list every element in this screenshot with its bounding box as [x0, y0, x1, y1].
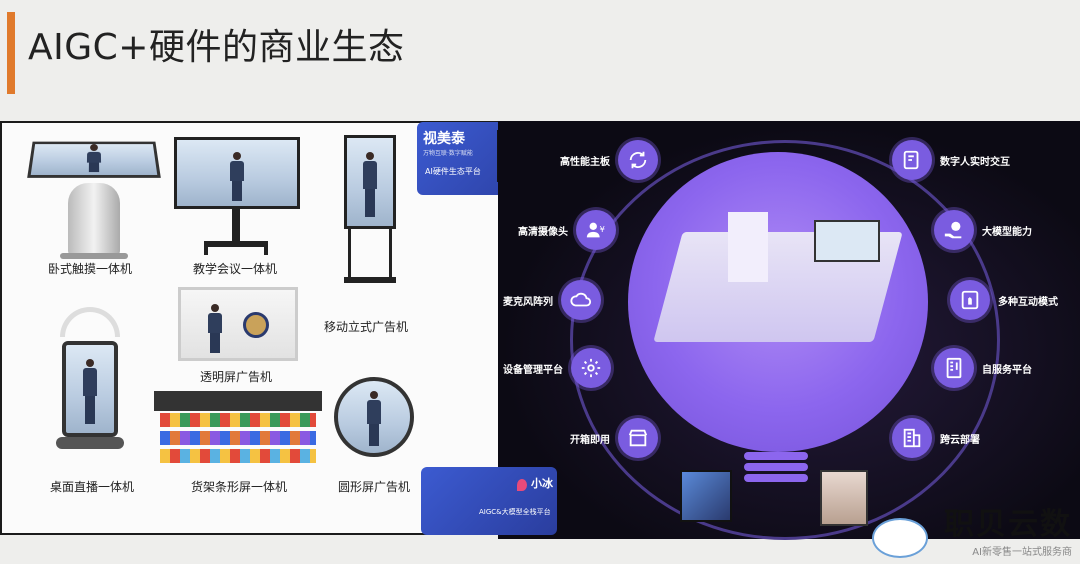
feature-label: 高性能主板	[560, 156, 610, 168]
partner-brand: 视美泰	[423, 131, 465, 147]
device-desktop-livestream	[50, 307, 130, 453]
vending-icon	[934, 348, 974, 388]
device-mobile-standing-ad	[344, 135, 396, 287]
cloud-icon	[561, 280, 601, 320]
partner-slogan: 万物互联·数字赋能	[423, 150, 473, 157]
device-label: 圆形屏广告机	[338, 480, 411, 494]
feature-label: 麦克风阵列	[503, 296, 553, 308]
feature-label: 多种互动模式	[998, 296, 1058, 308]
refresh-icon	[618, 140, 658, 180]
device-label: 移动立式广告机	[324, 320, 409, 334]
watch-icon	[243, 312, 269, 338]
smart-store-illustration	[628, 152, 928, 452]
device-transparent-screen-ad	[178, 287, 298, 361]
feature-label: 高清摄像头	[518, 226, 568, 238]
device-label: 货架条形屏一体机	[191, 480, 288, 494]
feature-label: 开箱即用	[570, 434, 610, 446]
watermark-brand: 职贝云数	[944, 507, 1072, 542]
digital-human-avatar	[820, 470, 868, 526]
ecosystem-ring	[570, 140, 1000, 540]
feature-out-of-box: 开箱即用	[570, 418, 658, 458]
feature-hd-camera: 高清摄像头 ¥	[518, 210, 616, 250]
device-label: 桌面直播一体机	[50, 480, 135, 494]
page-title: AIGC+硬件的商业生态	[28, 27, 405, 68]
device-screen	[178, 287, 298, 361]
ring-light-icon	[60, 307, 120, 337]
watermark-slogan: AI新零售一站式服务商	[972, 547, 1072, 558]
device-catalog-panel: 卧式触摸一体机 教学会议一体机 移动立式广告机 透明屏广告机 桌	[0, 121, 498, 535]
feature-interaction-modes: 多种互动模式	[950, 280, 1058, 320]
feature-label: 跨云部署	[940, 434, 980, 446]
user-yen-icon: ¥	[576, 210, 616, 250]
feature-cross-cloud: 跨云部署	[892, 418, 980, 458]
svg-text:¥: ¥	[600, 224, 605, 234]
partner-platform: AI硬件生态平台	[425, 167, 481, 176]
feature-digital-human: 数字人实时交互	[892, 140, 1010, 180]
partner-brand: 小冰	[531, 477, 553, 490]
feature-label: 大模型能力	[982, 226, 1032, 238]
store-icon	[618, 418, 658, 458]
device-screen	[62, 341, 118, 437]
partner-badge-bottom: 小冰 AIGC&大模型全栈平台	[421, 467, 557, 535]
device-label: 教学会议一体机	[193, 262, 278, 276]
title-accent-bar	[7, 12, 15, 94]
bulb-base	[744, 452, 808, 482]
feature-llm-capability: 大模型能力	[934, 210, 1032, 250]
device-label: 卧式触摸一体机	[48, 262, 133, 276]
building-icon	[892, 418, 932, 458]
xiaoice-logo-icon	[517, 479, 527, 491]
device-shelf-strip-screen	[154, 391, 322, 465]
feature-self-service: 自服务平台	[934, 348, 1032, 388]
feature-label: 设备管理平台	[503, 364, 563, 376]
device-screen	[334, 377, 414, 457]
feature-label: 自服务平台	[982, 364, 1032, 376]
feature-label: 数字人实时交互	[940, 156, 1010, 168]
device-screen	[27, 141, 161, 178]
gear-icon	[571, 348, 611, 388]
document-cursor-icon	[892, 140, 932, 180]
device-teaching-meeting-panel	[174, 137, 300, 257]
hand-coin-icon	[934, 210, 974, 250]
partner-platform: AIGC&大模型全栈平台	[479, 508, 551, 516]
brand-logo-icon	[872, 518, 928, 558]
device-screen	[174, 137, 300, 209]
touch-icon	[950, 280, 990, 320]
feature-device-management: 设备管理平台	[503, 348, 611, 388]
feature-high-performance-board: 高性能主板	[560, 140, 658, 180]
device-screen	[344, 135, 396, 229]
mini-device-thumbnail	[680, 470, 732, 522]
device-round-screen-ad	[334, 377, 414, 457]
brand-watermark: 职贝云数 AI新零售一站式服务商	[944, 499, 1072, 558]
feature-mic-array: 麦克风阵列	[503, 280, 601, 320]
device-label: 透明屏广告机	[200, 370, 273, 384]
device-horizontal-touch-kiosk	[27, 139, 161, 261]
